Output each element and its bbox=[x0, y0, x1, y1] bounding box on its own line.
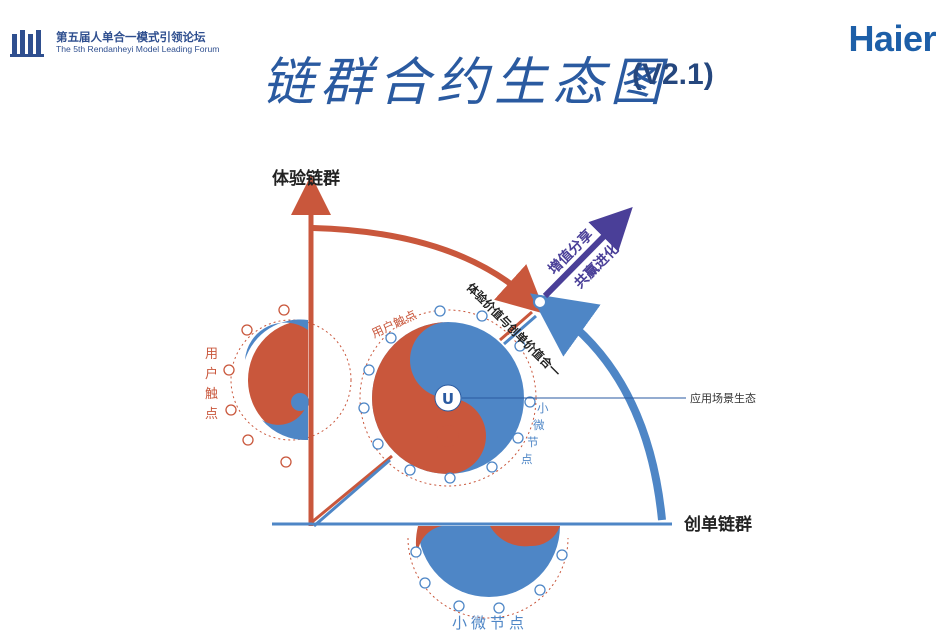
forum-name-cn: 第五届人单合一模式引领论坛 bbox=[56, 30, 206, 45]
page-title: 链群合约生态图 bbox=[262, 53, 669, 113]
diagonal-blue-line bbox=[313, 458, 391, 528]
svg-text:用: 用 bbox=[205, 347, 218, 362]
bottom-node-label: 小微节点 bbox=[452, 614, 528, 632]
diagonal-blue-upper-line bbox=[503, 314, 537, 346]
bottom-micro-node bbox=[407, 526, 569, 619]
svg-text:微: 微 bbox=[533, 418, 545, 432]
diagonal-red-upper-line bbox=[499, 310, 533, 342]
svg-text:点: 点 bbox=[205, 407, 218, 422]
left-user-touchpoint-node bbox=[223, 304, 352, 468]
forum-logo: 第五届人单合一模式引领论坛 The 5th Rendanheyi Model L… bbox=[10, 28, 219, 58]
app-scene-label: 应用场景生态 bbox=[690, 391, 756, 405]
center-logo-letter: U bbox=[442, 390, 454, 408]
version-label: (V2.1) bbox=[632, 58, 714, 91]
left-node-label: 用 户 触 点 bbox=[205, 347, 218, 422]
value-sharing-arrow bbox=[542, 207, 633, 299]
diagonal-red-line bbox=[311, 454, 393, 524]
value-meeting-point bbox=[533, 295, 547, 309]
axis-horizontal-label: 创单链群 bbox=[683, 514, 752, 535]
svg-text:小: 小 bbox=[537, 401, 549, 415]
svg-text:触: 触 bbox=[205, 387, 218, 402]
center-right-label: 小 微 节 点 bbox=[521, 401, 549, 466]
forum-name-en: The 5th Rendanheyi Model Leading Forum bbox=[56, 43, 220, 54]
svg-text:节: 节 bbox=[527, 435, 539, 449]
axis-vertical-label: 体验链群 bbox=[272, 168, 340, 189]
order-arc-arrow bbox=[530, 293, 666, 521]
svg-text:点: 点 bbox=[521, 452, 533, 466]
forum-emblem-icon bbox=[10, 30, 44, 57]
experience-arc-arrow bbox=[312, 225, 546, 315]
brand-logo: Haier bbox=[848, 18, 936, 59]
haier-u-logo-icon: U bbox=[434, 384, 462, 412]
svg-text:户: 户 bbox=[205, 366, 218, 382]
